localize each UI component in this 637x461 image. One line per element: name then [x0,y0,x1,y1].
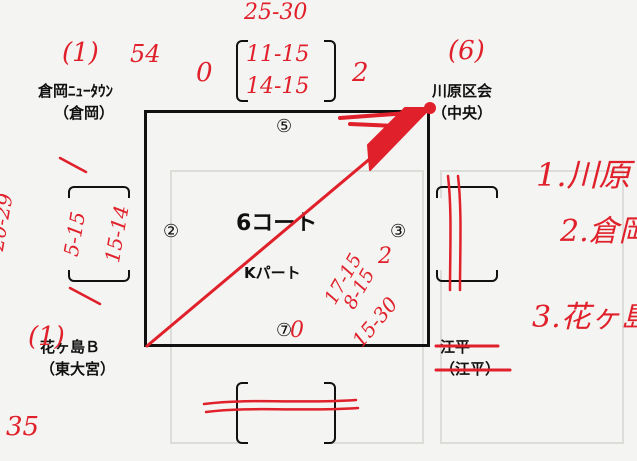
hw-diag-left-sets: 0 [290,318,304,343]
hw-top-total: 25-30 [244,0,308,25]
hw-top-left-rank: (1) [62,38,99,68]
match-number-right: ③ [390,221,407,242]
hw-bottom-left-score: 35 [6,412,40,442]
team-top-right: 川原区会 （中央） [432,80,492,124]
team-bottom-left-sub: （東大宮） [40,360,116,378]
hw-top-right-sets: 2 [352,58,369,88]
score-bracket-left [66,186,132,282]
court-part: Kパート [244,264,301,282]
team-top-left-sub: （倉岡） [54,104,115,122]
team-top-right-name: 川原区会 [432,82,493,100]
team-bottom-right: 江平 （江平） [440,336,500,380]
hw-top-set2: 14-15 [246,74,310,99]
hw-left-total: 20-29 [0,191,18,253]
team-top-left: 倉岡ﾆｭｰﾀｳﾝ （倉岡） [38,80,114,124]
match-number-left: ② [163,221,180,242]
left-tick-lower [68,286,102,306]
left-tick-upper [58,156,88,174]
team-bottom-left: 花ヶ島Ｂ （東大宮） [40,336,115,380]
hw-top-left-score: 54 [130,40,161,68]
hw-ranking-1: 1.川原 [536,156,631,194]
score-bracket-right [434,186,500,282]
match-number-top: ⑤ [276,116,293,137]
team-bottom-left-name: 花ヶ島Ｂ [40,338,101,356]
background-ghost-table [440,170,624,444]
hw-ranking-3: 3.花ヶ島 [532,300,637,335]
hw-bottom-left-rank: (1) [28,322,65,352]
team-bottom-right-sub: （江平） [440,360,501,378]
team-top-right-sub: （中央） [432,104,493,122]
hw-top-left-sets: 0 [196,58,213,88]
team-bottom-right-name: 江平 [440,338,471,356]
court-title: 6コート [236,211,318,236]
team-top-left-name: 倉岡ﾆｭｰﾀｳﾝ [38,82,114,100]
hw-diag-right-sets: 2 [378,244,392,269]
score-bracket-top [236,38,336,104]
hw-ranking-2: 2.倉岡 [560,214,637,249]
score-bracket-bottom [236,380,336,446]
hw-top-right-rank: (6) [448,36,485,66]
hw-top-set1: 11-15 [246,42,310,67]
